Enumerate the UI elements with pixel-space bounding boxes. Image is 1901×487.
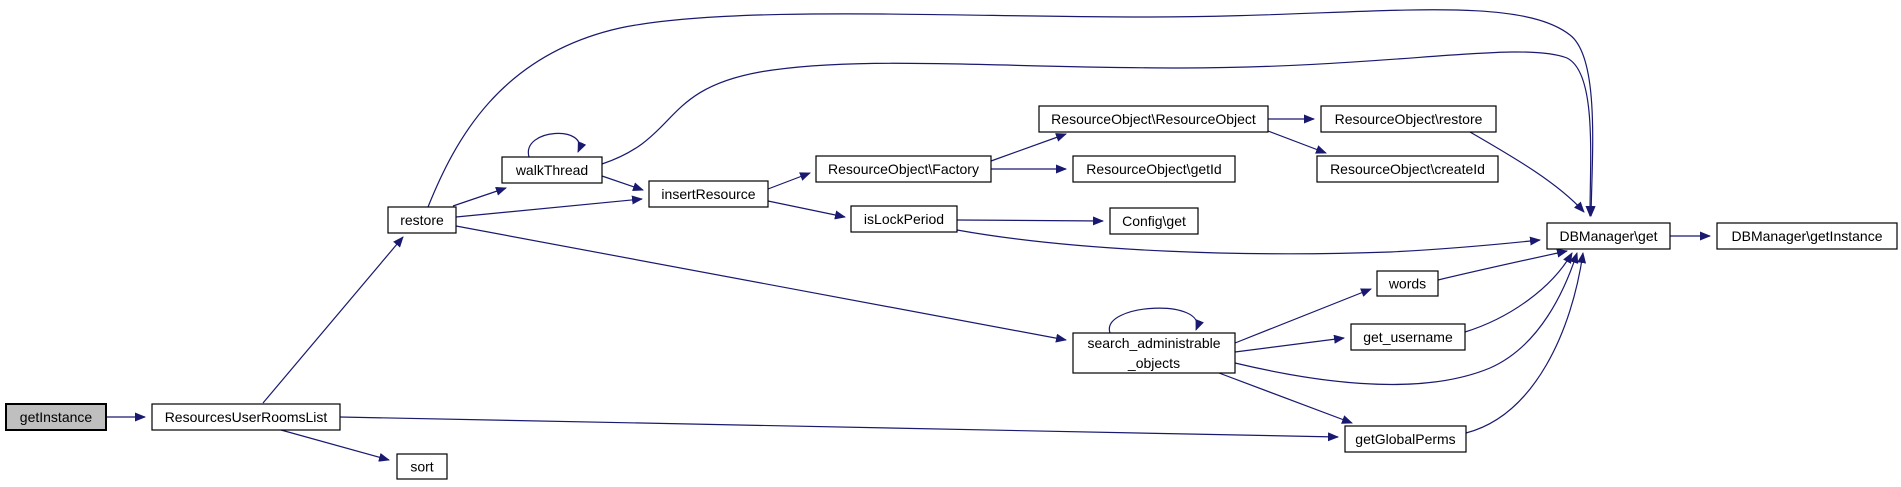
edge-ResourceObjectFactory-to-ResourceObjectResourceObject (990, 133, 1067, 162)
edge-getGlobalPerms-to-DBManagerGet (1465, 252, 1587, 434)
graph-node-restore[interactable]: restore (387, 206, 457, 234)
edge-ResourcesUserRoomsList-to-getGlobalPerms (339, 416, 1339, 442)
node-label-words: words (1388, 276, 1426, 292)
node-label-DBManagerGet: DBManager\get (1559, 228, 1657, 244)
edge-isLockPeriod-to-ConfigGet (956, 216, 1104, 226)
edge-walkThread-to-DBManagerGet (601, 51, 1595, 217)
node-box-ResourceObjectCreateId[interactable] (1316, 155, 1499, 183)
graph-node-isLockPeriod[interactable]: isLockPeriod (850, 205, 958, 233)
node-box-getUsername[interactable] (1350, 323, 1466, 351)
graph-node-getUsername[interactable]: get_username (1350, 323, 1466, 351)
node-box-getInstance (5, 403, 107, 431)
node-label-isLockPeriod: isLockPeriod (864, 211, 944, 227)
node-label-searchAdministrableObjects-line2: _objects (1127, 355, 1180, 371)
graph-node-ResourceObjectGetId[interactable]: ResourceObject\getId (1072, 155, 1236, 183)
graph-node-DBManagerGet[interactable]: DBManager\get (1546, 222, 1671, 250)
node-label-sort: sort (410, 459, 433, 475)
node-label-insertResource: insertResource (661, 186, 755, 202)
node-box-DBManagerGetInstance[interactable] (1716, 222, 1898, 250)
graph-node-searchAdministrableObjects[interactable]: search_administrable _objects (1072, 332, 1236, 374)
node-box-getGlobalPerms[interactable] (1344, 425, 1467, 453)
node-box-isLockPeriod[interactable] (850, 205, 958, 233)
node-box-words[interactable] (1376, 270, 1439, 297)
node-label-ConfigGet: Config\get (1122, 213, 1186, 229)
edge-walkThread-to-insertResource (601, 175, 644, 192)
edge-searchAdministrableObjects-to-getGlobalPerms (1218, 372, 1353, 424)
edge-restore-to-walkThread (452, 186, 507, 207)
node-label-getUsername: get_username (1363, 329, 1453, 345)
edge-searchAdministrableObjects-to-DBManagerGet (1234, 252, 1579, 386)
graph-node-walkThread[interactable]: walkThread (501, 156, 603, 184)
graph-node-ResourceObjectCreateId[interactable]: ResourceObject\createId (1316, 155, 1499, 183)
edge-searchAdministrableObjects-to-getUsername (1234, 334, 1345, 353)
graph-node-DBManagerGetInstance[interactable]: DBManager\getInstance (1716, 222, 1898, 250)
graph-node-ResourceObjectFactory[interactable]: ResourceObject\Factory (815, 155, 992, 183)
graph-node-sort[interactable]: sort (396, 453, 448, 480)
edge-ResourcesUserRoomsList-to-restore (262, 236, 404, 404)
node-box-ResourcesUserRoomsList[interactable] (151, 403, 341, 431)
edge-restore-to-insertResource (455, 195, 643, 218)
graph-node-getInstance: getInstance (5, 403, 107, 431)
node-box-ResourceObjectResourceObject[interactable] (1038, 105, 1269, 133)
edge-restore-to-searchAdministrableObjects (455, 225, 1067, 343)
node-box-searchAdministrableObjects[interactable] (1072, 332, 1236, 374)
node-label-DBManagerGetInstance: DBManager\getInstance (1732, 228, 1883, 244)
edge-restore-to-DBManagerGet (427, 9, 1596, 217)
graph-node-ResourceObjectResourceObject[interactable]: ResourceObject\ResourceObject (1038, 105, 1269, 133)
graph-node-words[interactable]: words (1376, 270, 1439, 297)
graph-node-ConfigGet[interactable]: Config\get (1109, 207, 1199, 235)
node-label-restore: restore (400, 212, 444, 228)
graph-node-ResourcesUserRoomsList[interactable]: ResourcesUserRoomsList (151, 403, 341, 431)
node-box-DBManagerGet[interactable] (1546, 222, 1671, 250)
node-box-ResourceObjectFactory[interactable] (815, 155, 992, 183)
edge-insertResource-to-ResourceObjectFactory (767, 172, 811, 190)
node-box-insertResource[interactable] (648, 180, 769, 208)
node-label-getGlobalPerms: getGlobalPerms (1355, 431, 1455, 447)
node-label-ResourceObjectResourceObject: ResourceObject\ResourceObject (1051, 111, 1256, 127)
edge-ResourceObjectResourceObject-to-ResourceObjectCreateId (1267, 130, 1327, 154)
node-box-ResourceObjectRestore[interactable] (1320, 105, 1497, 133)
node-box-sort[interactable] (396, 453, 448, 480)
node-box-ConfigGet[interactable] (1109, 207, 1199, 235)
graph-node-ResourceObjectRestore[interactable]: ResourceObject\restore (1320, 105, 1497, 133)
edge-walkThread-to-walkThread (527, 132, 587, 158)
node-box-ResourceObjectGetId[interactable] (1072, 155, 1236, 183)
node-label-ResourcesUserRoomsList: ResourcesUserRoomsList (165, 409, 328, 425)
node-label-ResourceObjectCreateId: ResourceObject\createId (1330, 161, 1485, 177)
edge-isLockPeriod-to-DBManagerGet (956, 229, 1541, 255)
edge-searchAdministrableObjects-to-words (1234, 288, 1372, 344)
node-box-restore[interactable] (387, 206, 457, 234)
edge-insertResource-to-isLockPeriod (767, 200, 846, 220)
node-label-ResourceObjectGetId: ResourceObject\getId (1086, 161, 1221, 177)
node-label-getInstance: getInstance (20, 409, 93, 425)
edge-ResourcesUserRoomsList-to-sort (280, 429, 390, 462)
edge-searchAdministrableObjects-to-searchAdministrableObjects (1108, 307, 1204, 334)
node-box-walkThread[interactable] (501, 156, 603, 184)
graph-node-getGlobalPerms[interactable]: getGlobalPerms (1344, 425, 1467, 453)
node-label-walkThread: walkThread (515, 162, 588, 178)
node-label-ResourceObjectRestore: ResourceObject\restore (1335, 111, 1483, 127)
edge-ResourceObjectRestore-to-DBManagerGet (1469, 131, 1585, 213)
node-label-ResourceObjectFactory: ResourceObject\Factory (828, 161, 979, 177)
node-label-searchAdministrableObjects-line1: search_administrable (1087, 335, 1220, 351)
edge-getUsername-to-DBManagerGet (1464, 252, 1573, 333)
graph-node-insertResource[interactable]: insertResource (648, 180, 769, 208)
edge-words-to-DBManagerGet (1437, 248, 1568, 281)
